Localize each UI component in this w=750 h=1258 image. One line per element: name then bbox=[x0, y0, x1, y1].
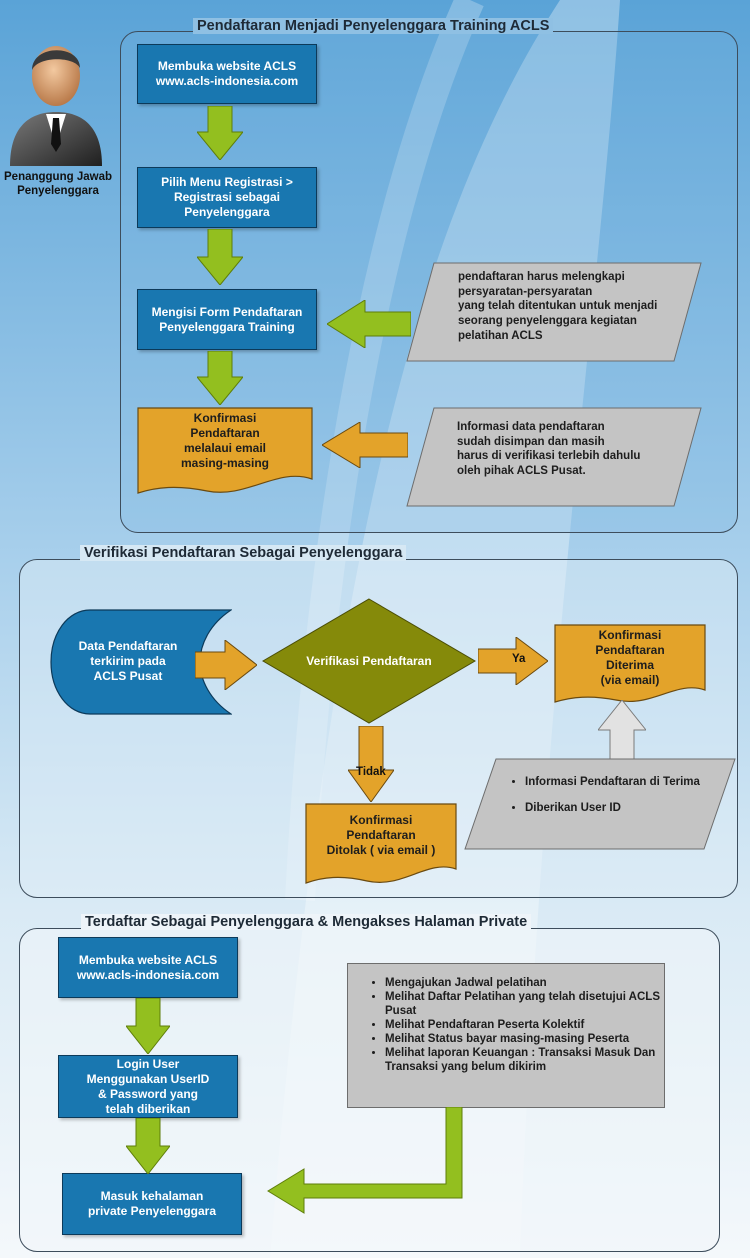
down-arrow-icon bbox=[126, 1118, 170, 1174]
rejected-confirmation-label: Konfirmasi Pendaftaran Ditolak ( via ema… bbox=[326, 812, 436, 857]
down-arrow-icon bbox=[197, 106, 243, 160]
down-arrow-icon bbox=[348, 726, 394, 802]
right-arrow-icon bbox=[478, 637, 548, 685]
feature-item: Melihat Daftar Pelatihan yang telah dise… bbox=[385, 990, 670, 1018]
stored-data-note-shape bbox=[406, 407, 702, 507]
left-arrow-icon bbox=[322, 422, 408, 468]
person-icon bbox=[10, 46, 102, 166]
yes-label: Ya bbox=[512, 653, 526, 665]
left-arrow-icon bbox=[327, 300, 411, 348]
private-access-section-title: Terdaftar Sebagai Penyelenggara & Mengak… bbox=[81, 914, 532, 930]
fill-registration-form-step: Mengisi Form Pendaftaran Penyelenggara T… bbox=[137, 289, 317, 350]
down-arrow-icon bbox=[126, 998, 170, 1054]
accepted-confirmation-document bbox=[554, 624, 706, 703]
data-sent-label: Data Pendaftaran terkirim pada ACLS Pusa… bbox=[78, 638, 178, 683]
feature-item: Melihat Status bayar masing-masing Peser… bbox=[385, 1032, 670, 1046]
right-arrow-icon bbox=[195, 640, 257, 690]
accepted-info-list: Informasi Pendaftaran di Terima Diberika… bbox=[509, 776, 700, 815]
feature-item: Melihat laporan Keuangan : Transaksi Mas… bbox=[385, 1046, 670, 1074]
open-website-step: Membuka website ACLS www.acls-indonesia.… bbox=[137, 44, 317, 104]
verification-section-title: Verifikasi Pendaftaran Sebagai Penyeleng… bbox=[80, 545, 407, 561]
feature-item: Mengajukan Jadwal pelatihan bbox=[385, 976, 670, 990]
accepted-info-item: Informasi Pendaftaran di Terima bbox=[525, 776, 700, 789]
verification-decision-label: Verifikasi Pendaftaran bbox=[306, 653, 432, 668]
rejected-confirmation-document bbox=[305, 803, 457, 884]
email-confirmation-label: Konfirmasi Pendaftaran melalaui email ma… bbox=[180, 411, 270, 470]
email-confirmation-document bbox=[137, 407, 313, 494]
features-box bbox=[347, 963, 665, 1108]
accepted-info-note-shape bbox=[464, 758, 736, 850]
choose-registration-menu-step: Pilih Menu Registrasi > Registrasi sebag… bbox=[137, 167, 317, 228]
features-list: Mengajukan Jadwal pelatihan Melihat Daft… bbox=[369, 976, 670, 1074]
feature-item: Melihat Pendaftaran Peserta Kolektif bbox=[385, 1018, 670, 1032]
actor-label: Penanggung Jawab Penyelenggara bbox=[4, 171, 112, 197]
enter-private-page-step: Masuk kehalaman private Penyelenggara bbox=[62, 1173, 242, 1235]
accepted-confirmation-label: Konfirmasi Pendaftaran Diterima (via ema… bbox=[595, 628, 665, 687]
up-arrow-icon bbox=[598, 700, 646, 760]
no-label: Tidak bbox=[356, 766, 386, 778]
down-arrow-icon bbox=[197, 229, 243, 285]
registration-section-title: Pendaftaran Menjadi Penyelenggara Traini… bbox=[193, 18, 554, 34]
login-step: Login User Menggunakan UserID & Password… bbox=[58, 1055, 238, 1118]
down-arrow-icon bbox=[197, 351, 243, 405]
open-website-step-2: Membuka website ACLS www.acls-indonesia.… bbox=[58, 937, 238, 998]
requirements-note: pendaftaran harus melengkapi persyaratan… bbox=[458, 271, 658, 342]
verification-decision bbox=[262, 598, 476, 724]
l-shaped-arrow-icon bbox=[267, 1107, 463, 1214]
requirements-note-shape bbox=[406, 262, 702, 362]
stored-data-note: Informasi data pendaftaran sudah disimpa… bbox=[457, 421, 641, 478]
stored-data-shape bbox=[50, 609, 232, 715]
accepted-info-item: Diberikan User ID bbox=[525, 802, 700, 815]
